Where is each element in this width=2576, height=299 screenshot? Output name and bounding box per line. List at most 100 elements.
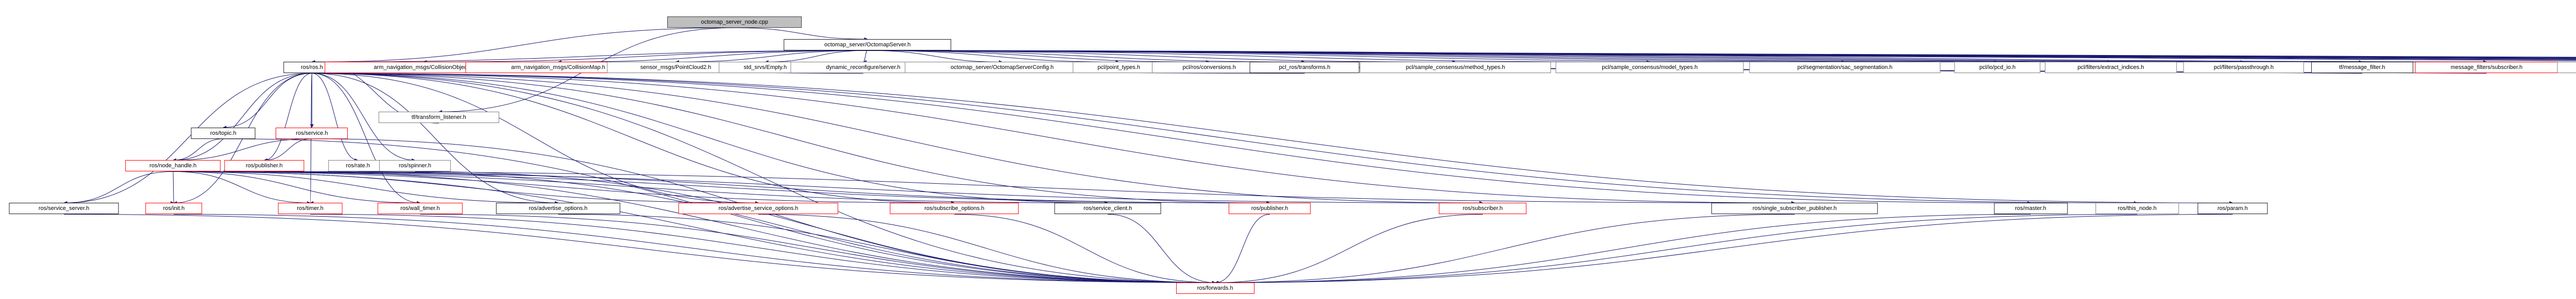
graph-node[interactable]: octomap_server/OctomapServerConfig.h — [905, 62, 1099, 74]
graph-node-label: ros/this_node.h — [2117, 205, 2157, 212]
graph-edge — [173, 171, 559, 205]
graph-edge — [867, 50, 2576, 61]
graph-edge — [867, 50, 2576, 59]
graph-node[interactable]: pcl/sample_consensus/method_types.h — [1360, 62, 1551, 74]
graph-node[interactable]: ros/rate.h — [328, 160, 388, 172]
graph-node-label: ros/service_server.h — [38, 205, 90, 212]
graph-node[interactable]: ros/topic.h — [191, 127, 256, 139]
graph-edge — [867, 50, 1650, 64]
graph-node[interactable]: pcl/filters/passthrough.h — [2183, 62, 2304, 74]
graph-node[interactable]: pcl_ros/transforms.h — [1249, 62, 1360, 74]
graph-node-label: ros/spinner.h — [399, 163, 431, 169]
graph-edge — [558, 214, 1216, 285]
graph-node-label: ros/service.h — [296, 130, 328, 136]
graph-node[interactable]: octomap_ros/OctomapBinary.h — [2557, 62, 2576, 74]
graph-node-label: pcl/io/pcd_io.h — [1979, 64, 2016, 71]
graph-node-label: ros/subscribe_options.h — [924, 205, 985, 212]
graph-node[interactable]: pcl/point_types.h — [1072, 62, 1165, 74]
graph-node-label: message_filters/subscriber.h — [2450, 64, 2523, 71]
graph-edge — [174, 214, 1216, 285]
graph-node[interactable]: ros/single_subscriber_publisher.h — [1711, 203, 1878, 215]
graph-node[interactable]: pcl/segmentation/sac_segmentation.h — [1749, 62, 1941, 74]
graph-node[interactable]: ros/service.h — [276, 127, 348, 139]
graph-node[interactable]: ros/timer.h — [278, 203, 343, 215]
graph-node-label: tf/transform_listener.h — [411, 114, 466, 121]
graph-edge — [312, 73, 1795, 205]
graph-node[interactable]: sensor_msgs/PointCloud2.h — [606, 62, 745, 74]
graph-node[interactable]: ros/service_client.h — [1054, 203, 1161, 215]
graph-edge — [867, 50, 2576, 59]
graph-node[interactable]: ros/wall_timer.h — [378, 203, 463, 215]
graph-node[interactable]: std_srvs/Empty.h — [719, 62, 812, 74]
graph-edge — [867, 50, 2363, 64]
graph-edge — [312, 73, 759, 205]
graph-node-label: dynamic_reconfigure/server.h — [826, 64, 901, 71]
graph-edge — [862, 50, 868, 64]
graph-edge — [173, 171, 1483, 205]
graph-edge — [312, 73, 359, 162]
graph-node[interactable]: ros/publisher.h — [1229, 203, 1311, 215]
graph-edge — [312, 73, 2031, 205]
graph-node[interactable]: ros/forwards.h — [1176, 283, 1255, 294]
graph-node[interactable]: pcl/io/pcd_io.h — [1954, 62, 2041, 74]
graph-node[interactable]: tf/transform_listener.h — [378, 112, 499, 124]
graph-edge — [173, 171, 1108, 205]
graph-edge — [675, 50, 868, 64]
graph-node-label: pcl/ros/conversions.h — [1182, 64, 1236, 71]
graph-node-label: tf/message_filter.h — [2339, 64, 2385, 71]
graph-edge — [312, 73, 955, 205]
graph-node-label: sensor_msgs/PointCloud2.h — [640, 64, 711, 71]
graph-node[interactable]: pcl/ros/conversions.h — [1151, 62, 1267, 74]
graph-edge — [173, 138, 312, 162]
graph-edge — [264, 171, 1216, 285]
graph-edge — [264, 73, 312, 162]
graph-node[interactable]: ros/publisher.h — [224, 160, 304, 172]
graph-node[interactable]: arm_navigation_msgs/CollisionMap.h — [465, 62, 651, 74]
graph-edge — [311, 27, 735, 64]
graph-node[interactable]: ros/advertise_options.h — [496, 203, 620, 215]
graph-edge — [173, 138, 224, 162]
graph-edge — [173, 171, 311, 205]
graph-edge — [312, 73, 1216, 285]
graph-node-label: std_srvs/Empty.h — [743, 64, 787, 71]
graph-node[interactable]: pcl/filters/extract_indices.h — [2045, 62, 2177, 74]
graph-node[interactable]: ros/subscriber.h — [1438, 203, 1527, 215]
graph-node[interactable]: ros/param.h — [2197, 203, 2268, 215]
graph-node[interactable]: ros/init.h — [145, 203, 202, 215]
graph-edge — [63, 171, 173, 205]
graph-node[interactable]: ros/master.h — [1993, 203, 2068, 215]
graph-edge — [310, 214, 1216, 285]
graph-edge — [1214, 214, 1795, 285]
graph-edge — [867, 50, 2576, 62]
graph-edge — [758, 214, 1216, 285]
graph-node-label: ros/init.h — [163, 205, 185, 212]
graph-root-node[interactable]: octomap_server_node.cpp — [667, 16, 802, 28]
graph-node[interactable]: pcl/sample_consensus/model_types.h — [1555, 62, 1744, 74]
graph-edge — [867, 50, 2576, 62]
graph-node-label: arm_navigation_msgs/CollisionMap.h — [511, 64, 605, 71]
graph-node-label: ros/rate.h — [346, 163, 370, 169]
graph-edge — [312, 73, 1270, 205]
graph-edge — [312, 73, 1483, 205]
graph-node-label: pcl/sample_consensus/model_types.h — [1602, 64, 1698, 71]
graph-edge — [420, 214, 1216, 285]
graph-node[interactable]: ros/node_handle.h — [125, 160, 221, 172]
graph-node[interactable]: dynamic_reconfigure/server.h — [790, 62, 937, 74]
graph-edge — [867, 50, 1210, 64]
graph-edge — [867, 50, 2487, 64]
graph-edge — [358, 171, 1216, 285]
graph-edge — [867, 50, 1998, 64]
graph-node[interactable]: ros/spinner.h — [379, 160, 451, 172]
graph-node[interactable]: ros/this_node.h — [2095, 203, 2179, 215]
graph-edge — [223, 73, 312, 130]
graph-node[interactable]: message_filters/subscriber.h — [2415, 62, 2558, 74]
graph-node[interactable]: ros/subscribe_options.h — [890, 203, 1019, 215]
graph-node-label: pcl_ros/transforms.h — [1279, 64, 1331, 71]
graph-node[interactable]: ros/service_server.h — [9, 203, 119, 215]
graph-node-label: ros/publisher.h — [245, 163, 283, 169]
graph-node[interactable]: octomap_server/OctomapServer.h — [783, 39, 952, 51]
graph-node-label: octomap_server_node.cpp — [701, 19, 768, 25]
graph-node[interactable]: tf/message_filter.h — [2311, 62, 2413, 74]
graph-node[interactable]: ros/advertise_service_options.h — [678, 203, 839, 215]
